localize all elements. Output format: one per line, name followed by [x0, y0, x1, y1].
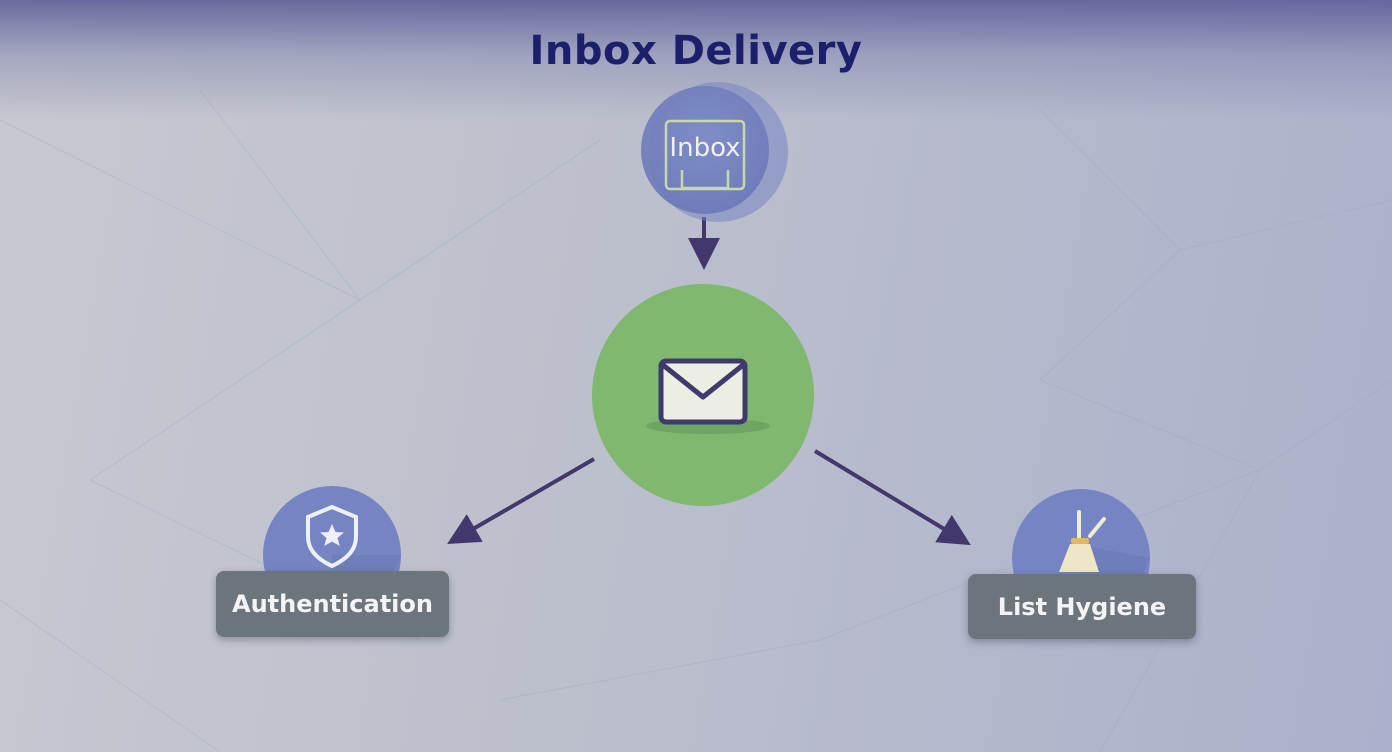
list-hygiene-label: List Hygiene: [968, 574, 1196, 639]
authentication-label: Authentication: [216, 571, 449, 637]
inbox-node: [641, 82, 788, 222]
email-node: [592, 284, 814, 506]
arrow-email-to-authentication: [447, 457, 596, 545]
broom-icon: [1059, 510, 1106, 572]
inbox-label: Inbox: [669, 133, 741, 163]
diagram-title: Inbox Delivery: [529, 28, 863, 74]
envelope-icon: [658, 358, 748, 425]
shield-star-icon: [306, 504, 358, 569]
arrow-email-to-list-hygiene: [813, 449, 971, 546]
inbox-tray-icon: [664, 119, 746, 191]
